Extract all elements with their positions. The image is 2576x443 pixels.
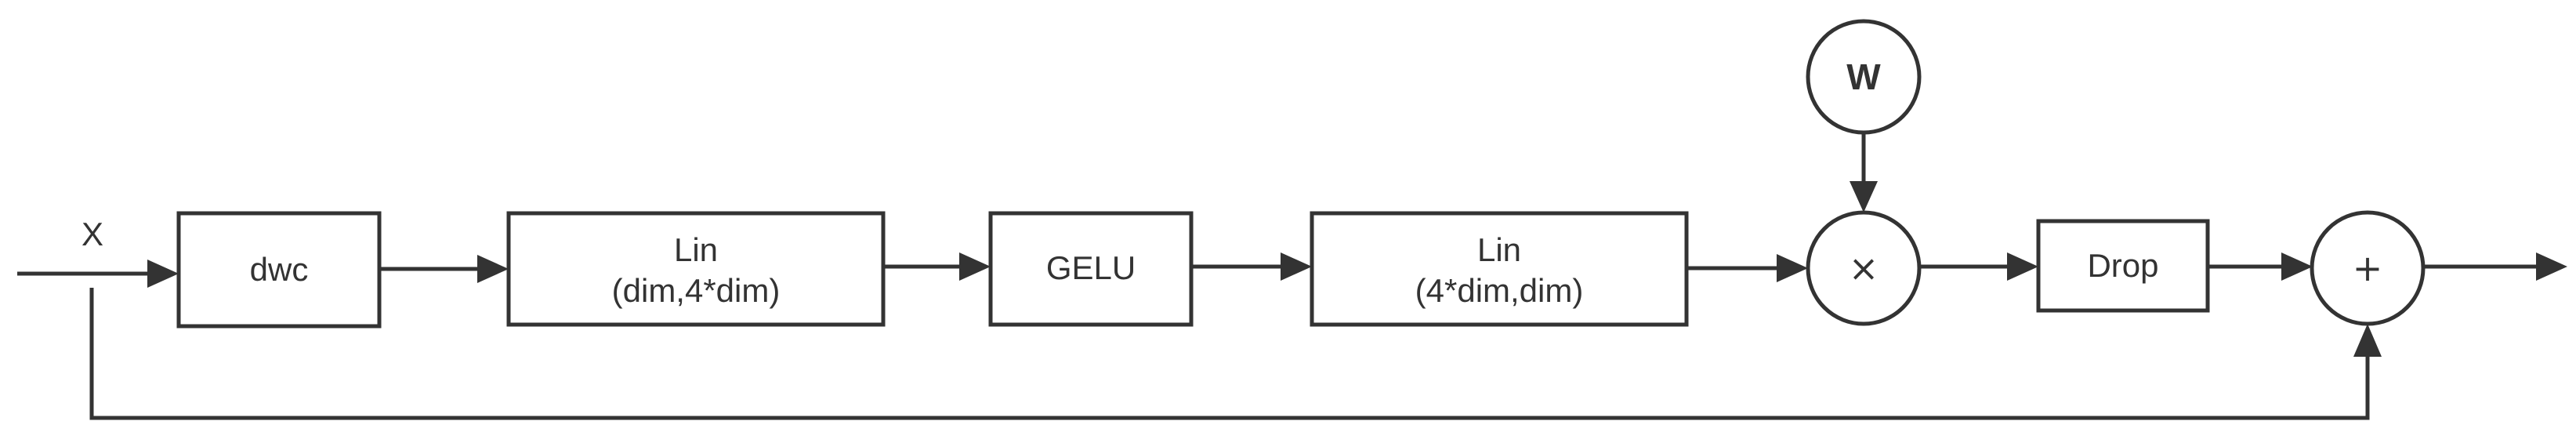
arrowhead-gelu-to-lin2 (1281, 252, 1312, 281)
weight-node: W (1806, 19, 1922, 135)
add-icon: + (2353, 247, 2383, 289)
input-arrowhead (147, 260, 179, 288)
linear-2-title: Lin (1477, 231, 1521, 268)
skip-connection-arrowhead (2353, 324, 2382, 357)
drop-label: Drop (2087, 247, 2158, 284)
arrowhead-drop-to-add (2281, 252, 2313, 281)
arrowhead-lin1-to-gelu (959, 252, 991, 281)
gelu-label: GELU (1046, 249, 1136, 286)
multiply-node: × (1806, 210, 1922, 326)
linear-2-block: Lin (4*dim,dim) (1310, 211, 1689, 327)
arrowhead-lin2-to-multiply (1777, 254, 1808, 282)
weight-label: W (1846, 56, 1881, 97)
skip-connection-line (89, 288, 2370, 420)
multiply-icon: × (1849, 247, 1879, 289)
linear-1-title: Lin (674, 231, 718, 268)
arrowhead-dwc-to-lin1 (477, 255, 509, 283)
drop-block: Drop (2036, 219, 2210, 313)
dwc-block: dwc (176, 211, 382, 329)
output-arrowhead (2536, 252, 2567, 281)
gelu-block: GELU (988, 211, 1194, 327)
input-label: X (82, 216, 103, 252)
add-node: + (2310, 210, 2426, 326)
linear-2-dims: (4*dim,dim) (1415, 272, 1584, 309)
dwc-label: dwc (250, 251, 309, 288)
linear-1-dims: (dim,4*dim) (612, 272, 781, 309)
arrowhead-weight-to-multiply (1850, 181, 1878, 212)
arrowhead-multiply-to-drop (2007, 252, 2038, 281)
linear-1-block: Lin (dim,4*dim) (506, 211, 886, 327)
